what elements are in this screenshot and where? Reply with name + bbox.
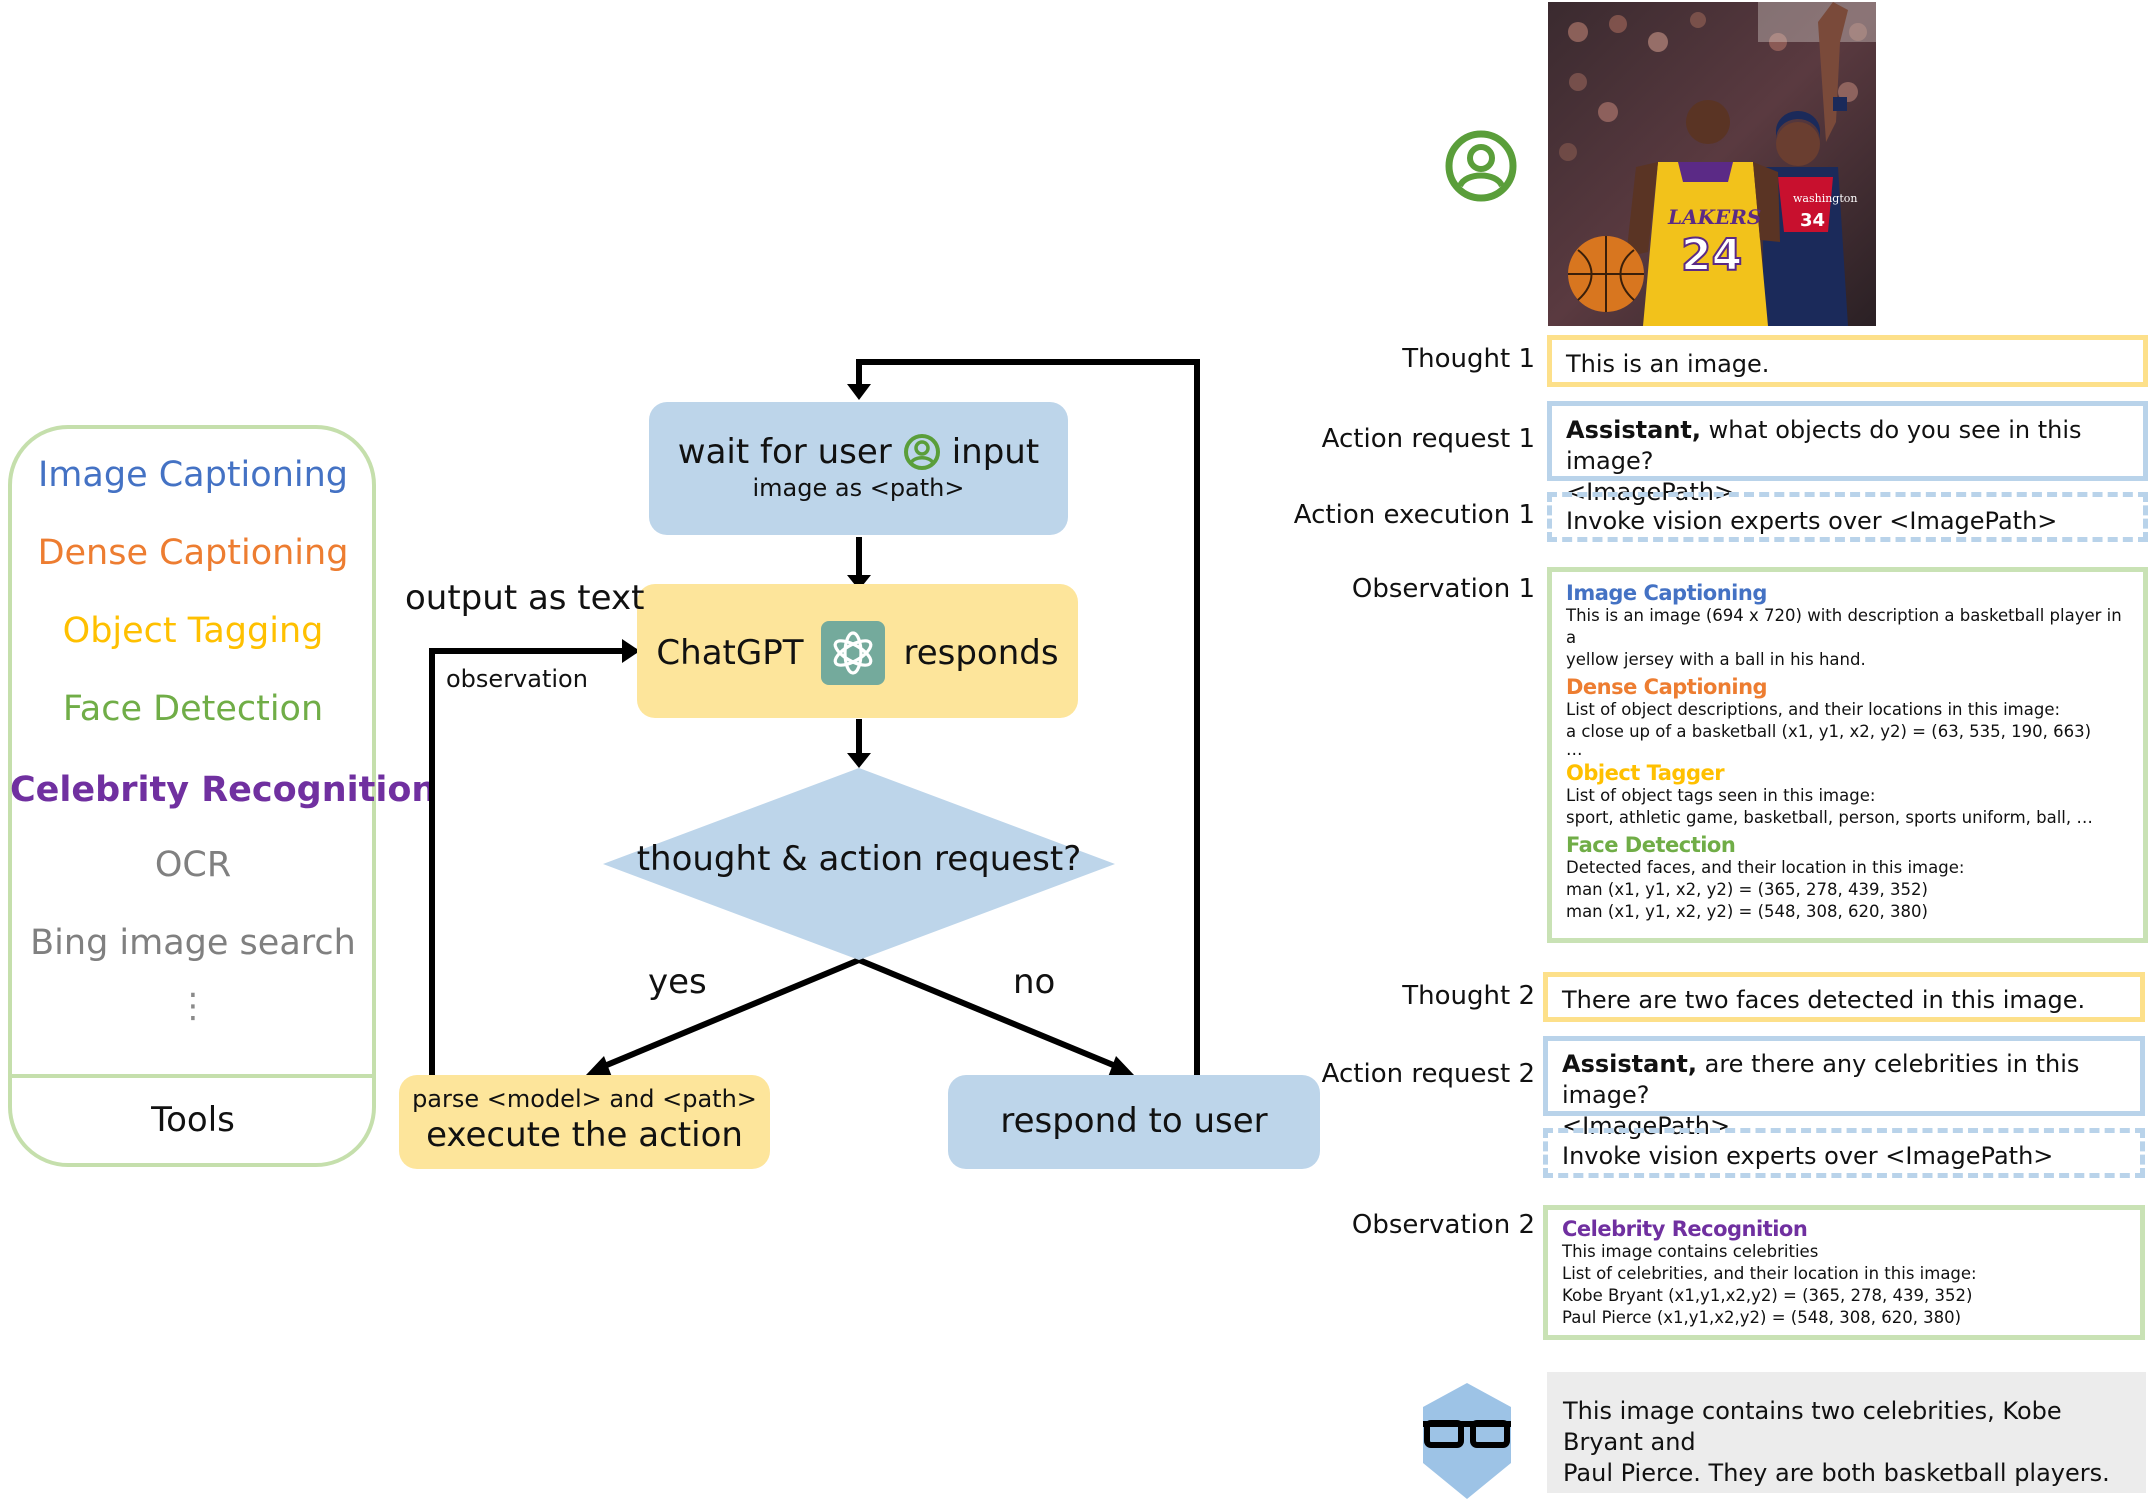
wait-label-a: wait for user	[677, 432, 892, 472]
assistant-label-1: Assistant,	[1566, 416, 1701, 444]
action-execution1-text: Invoke vision experts over <ImagePath>	[1566, 507, 2058, 535]
action-request1-box: Assistant, what objects do you see in th…	[1547, 401, 2148, 506]
user-avatar-icon	[1445, 130, 1517, 202]
wait-sub-label: image as <path>	[752, 474, 965, 502]
observation1-label: Observation 1	[1351, 574, 1535, 604]
observation2-label: Observation 2	[1351, 1210, 1535, 1240]
output-as-text-label: output as text	[405, 578, 645, 618]
obs1-line: Detected faces, and their location in th…	[1566, 858, 1965, 877]
tool-ocr: OCR	[154, 845, 232, 885]
execute-label: execute the action	[426, 1115, 743, 1155]
tools-title: Tools	[151, 1100, 235, 1140]
obs1-line: List of object descriptions, and their l…	[1566, 700, 2061, 719]
assistant-answer-box: This image contains two celebrities, Kob…	[1547, 1372, 2146, 1493]
loop-observation	[429, 648, 625, 1075]
action-execution1-box: Invoke vision experts over <ImagePath>	[1547, 492, 2148, 542]
arrow-decision-to-parse	[600, 957, 861, 1070]
action-request2-path: <ImagePath>	[1562, 1112, 1731, 1140]
action-request2-label: Action request 2	[1321, 1059, 1535, 1089]
obs1-line: man (x1, y1, x2, y2) = (365, 278, 439, 3…	[1566, 880, 1928, 899]
tools-divider	[10, 1074, 376, 1078]
obs1-dense-captioning: Dense Captioning List of object descript…	[1566, 675, 2129, 759]
action-execution2-box: Invoke vision experts over <ImagePath>	[1543, 1128, 2145, 1178]
action-request2-box: Assistant, are there any celebrities in …	[1543, 1036, 2145, 1140]
yes-label: yes	[648, 962, 707, 1002]
obs1-section-title: Face Detection	[1566, 833, 1736, 857]
obs2-line: Paul Pierce (x1,y1,x2,y2) = (548, 308, 6…	[1562, 1308, 1962, 1327]
chatgpt-box: ChatGPT responds	[637, 584, 1078, 718]
loop-respond-to-wait	[856, 359, 1200, 1075]
observation1-box: Image Captioning This is an image (694 x…	[1547, 567, 2148, 943]
action-request2-text: are there any celebrities in this image?	[1562, 1050, 2080, 1109]
answer-line2: Paul Pierce. They are both basketball pl…	[1563, 1459, 2110, 1487]
tool-celebrity-recognition: Celebrity Recognition	[10, 770, 437, 810]
decision-label: thought & action request?	[636, 839, 1082, 879]
thought2-label: Thought 2	[1402, 981, 1535, 1011]
basketball-photo: washington 34 LAKERS 24	[1548, 2, 1876, 326]
obs1-line: man (x1, y1, x2, y2) = (548, 308, 620, 3…	[1566, 902, 1928, 921]
user-icon	[903, 434, 940, 470]
assistant-label-2: Assistant,	[1562, 1050, 1697, 1078]
responds-label: responds	[903, 633, 1059, 673]
tool-object-tagging: Object Tagging	[62, 611, 324, 651]
obs1-line: This is an image (694 x 720) with descri…	[1566, 606, 2122, 647]
obs1-section-title: Dense Captioning	[1566, 675, 1768, 699]
chatgpt-label: ChatGPT	[656, 633, 804, 673]
assistant-bot-icon	[1423, 1383, 1511, 1499]
tool-image-captioning: Image Captioning	[37, 455, 348, 495]
obs1-line: List of object tags seen in this image:	[1566, 786, 1876, 805]
parse-label: parse <model> and <path>	[412, 1085, 757, 1113]
jersey-team-text: LAKERS	[1667, 205, 1761, 229]
obs2-section-title: Celebrity Recognition	[1562, 1217, 1808, 1241]
opponent-jersey-number: 34	[1800, 210, 1825, 231]
thought1-text: This is an image.	[1566, 350, 1770, 378]
action-request1-text: what objects do you see in this image?	[1566, 416, 2082, 475]
action-execution1-label: Action execution 1	[1293, 500, 1535, 530]
respond-label: respond to user	[1000, 1101, 1268, 1141]
action-execution2-text: Invoke vision experts over <ImagePath>	[1562, 1142, 2054, 1170]
wait-label-b: input	[951, 432, 1040, 472]
tool-dense-captioning: Dense Captioning	[37, 533, 349, 573]
respond-to-user-box: respond to user	[948, 1075, 1320, 1169]
obs1-line: sport, athletic game, basketball, person…	[1566, 808, 2093, 827]
obs2-line: Kobe Bryant (x1,y1,x2,y2) = (365, 278, 4…	[1562, 1286, 1973, 1305]
obs1-line: yellow jersey with a ball in his hand.	[1566, 650, 1866, 669]
decision-diamond	[603, 768, 1115, 960]
no-label: no	[1013, 962, 1056, 1002]
openai-logo-icon	[821, 621, 886, 685]
thought1-box: This is an image.	[1547, 335, 2148, 387]
obs1-section-title: Object Tagger	[1566, 761, 1725, 785]
wait-for-user-box: wait for user input image as <path>	[649, 402, 1068, 535]
obs2-line: List of celebrities, and their location …	[1562, 1264, 1977, 1283]
tool-bing-image-search: Bing image search	[30, 923, 356, 963]
obs1-face-detection: Face Detection Detected faces, and their…	[1566, 833, 2129, 923]
observation-label: observation	[446, 665, 588, 693]
thought1-label: Thought 1	[1402, 344, 1535, 374]
tools-panel	[8, 425, 376, 1167]
thought2-box: There are two faces detected in this ima…	[1543, 972, 2145, 1022]
tool-face-detection: Face Detection	[62, 689, 324, 729]
thought2-text: There are two faces detected in this ima…	[1562, 986, 2086, 1014]
obs1-image-captioning: Image Captioning This is an image (694 x…	[1566, 581, 2129, 671]
action-request1-label: Action request 1	[1321, 424, 1535, 454]
arrow-decision-to-respond	[857, 957, 1120, 1070]
jersey-number-text: 24	[1681, 230, 1742, 281]
opponent-jersey-text: washington	[1793, 192, 1857, 205]
execute-action-box: parse <model> and <path> execute the act…	[399, 1075, 770, 1169]
obs1-section-title: Image Captioning	[1566, 581, 1767, 605]
obs1-object-tagger: Object Tagger List of object tags seen i…	[1566, 761, 2129, 829]
obs2-line: This image contains celebrities	[1562, 1242, 1819, 1261]
observation2-box: Celebrity Recognition This image contain…	[1543, 1205, 2145, 1340]
answer-line1: This image contains two celebrities, Kob…	[1563, 1397, 2062, 1456]
obs1-line: a close up of a basketball (x1, y1, x2, …	[1566, 722, 2092, 741]
obs1-line: …	[1566, 740, 1583, 759]
